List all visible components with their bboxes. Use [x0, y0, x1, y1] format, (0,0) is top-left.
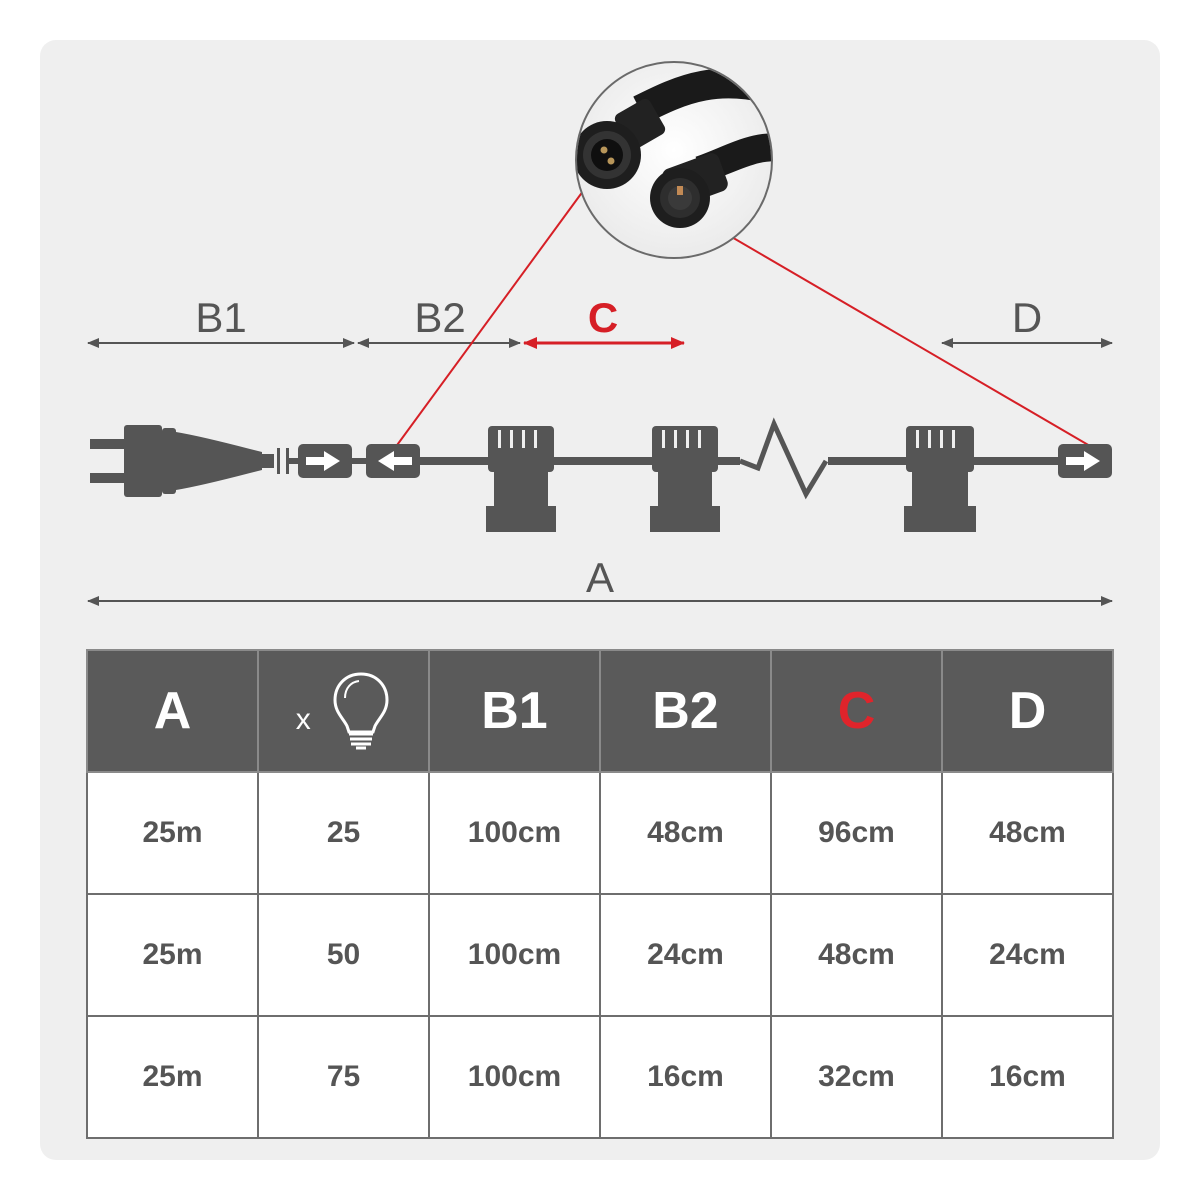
label-b1: B1 [195, 294, 246, 341]
table-row: 25m 50 100cm 24cm 48cm 24cm [86, 893, 1114, 1017]
female-connector-icon [366, 444, 420, 478]
header-c: C [770, 649, 943, 773]
cable-break-zigzag [739, 417, 829, 500]
header-b1: B1 [428, 649, 601, 773]
male-connector-icon [298, 444, 352, 478]
light-bulb-icon [333, 672, 389, 750]
table-header-row: A x B1 B2 C D [86, 649, 1114, 773]
cell-d: 16cm [941, 1015, 1114, 1139]
cable [420, 457, 1058, 465]
header-a: A [86, 649, 259, 773]
pointer-line-right [705, 221, 1091, 447]
cell-b2: 24cm [599, 893, 772, 1017]
cell-c: 48cm [770, 893, 943, 1017]
cell-b2: 16cm [599, 1015, 772, 1139]
cell-c: 96cm [770, 771, 943, 895]
header-bulb-count: x [257, 649, 430, 773]
cell-c: 32cm [770, 1015, 943, 1139]
label-d: D [1012, 294, 1042, 341]
label-c: C [588, 294, 618, 341]
spec-table: A x B1 B2 C D 25m 25 100cm 48cm 96cm 48c [86, 649, 1114, 1139]
cable-diagram: B1 B2 C D A [87, 61, 1113, 606]
cell-b1: 100cm [428, 893, 601, 1017]
label-a: A [586, 554, 614, 601]
cell-a: 25m [86, 1015, 259, 1139]
cell-b1: 100cm [428, 771, 601, 895]
label-b2: B2 [414, 294, 465, 341]
pointer-line-left [391, 186, 587, 453]
cell-bulbs: 25 [257, 771, 430, 895]
cell-bulbs: 50 [257, 893, 430, 1017]
header-d: D [941, 649, 1114, 773]
bulb-socket-icon [650, 426, 720, 532]
connector-photo [575, 61, 773, 259]
cell-bulbs: 75 [257, 1015, 430, 1139]
cell-a: 25m [86, 893, 259, 1017]
bulb-socket-icon [904, 426, 976, 532]
cell-a: 25m [86, 771, 259, 895]
cable-segment [289, 458, 299, 464]
cell-d: 24cm [941, 893, 1114, 1017]
power-plug-icon [90, 425, 289, 497]
header-bulb-x: x [295, 702, 311, 736]
header-b2: B2 [599, 649, 772, 773]
cell-d: 48cm [941, 771, 1114, 895]
cell-b1: 100cm [428, 1015, 601, 1139]
cable-segment [352, 458, 366, 464]
bulb-socket-icon [486, 426, 556, 532]
cell-b2: 48cm [599, 771, 772, 895]
end-connector-icon [1058, 444, 1112, 478]
table-row: 25m 25 100cm 48cm 96cm 48cm [86, 771, 1114, 895]
table-row: 25m 75 100cm 16cm 32cm 16cm [86, 1015, 1114, 1139]
